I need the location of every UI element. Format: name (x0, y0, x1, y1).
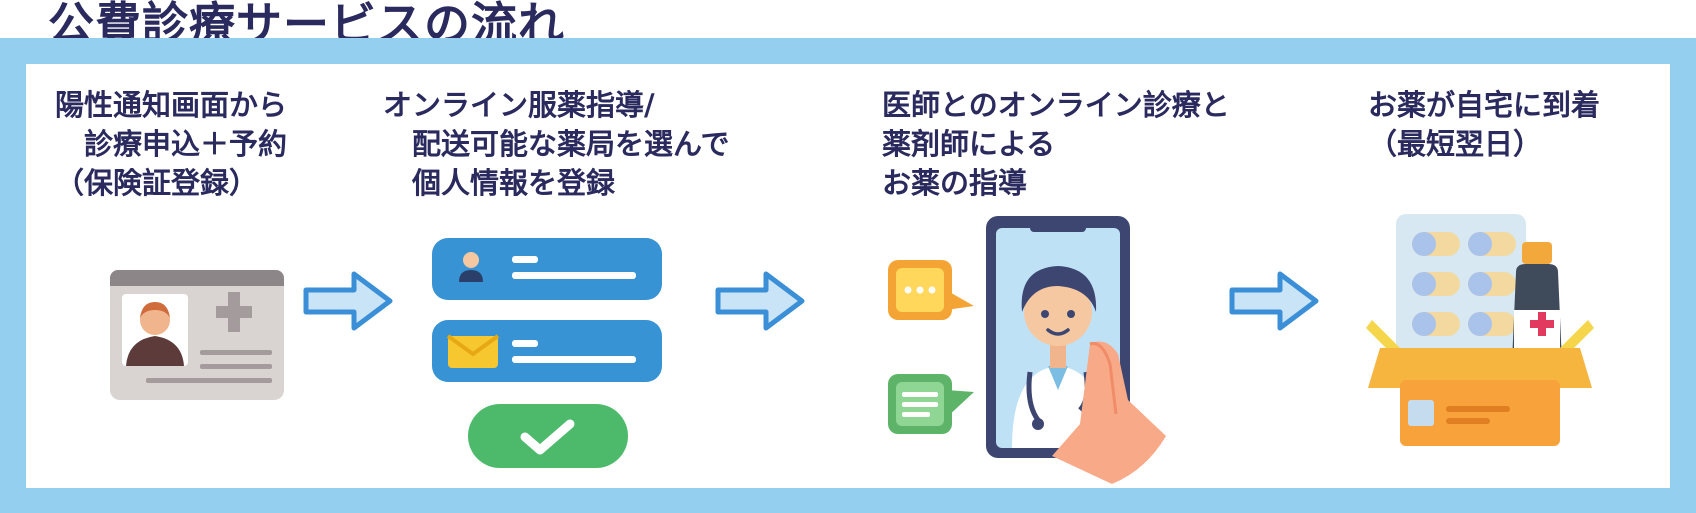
registration-form-icon (432, 238, 662, 468)
step-2-line-2: 配送可能な薬局を選んで (383, 127, 730, 161)
arrow-right-icon (303, 271, 393, 331)
step-1-line-3: （保険証登録） (55, 166, 259, 200)
step-1-line-2: 診療申込＋予約 (55, 127, 288, 161)
id-card-icon (110, 270, 284, 400)
step-4-line-2: （最短翌日） (1368, 127, 1543, 161)
step-2-text: オンライン服薬指導/ 配送可能な薬局を選んで 個人情報を登録 (383, 86, 730, 203)
step-4-text: お薬が自宅に到着 （最短翌日） (1368, 86, 1600, 164)
doctor-smartphone-icon (888, 216, 1166, 484)
step-3-line-2: 薬剤師による (882, 127, 1056, 161)
step-3-line-1: 医師とのオンライン診療と (882, 88, 1230, 122)
step-3-line-3: お薬の指導 (882, 166, 1028, 200)
arrow-right-icon (1229, 271, 1319, 331)
medicine-box-icon (1366, 214, 1594, 446)
step-1-line-1: 陽性通知画面から (55, 88, 288, 122)
step-3-text: 医師とのオンライン診療と 薬剤師による お薬の指導 (882, 86, 1230, 203)
step-2-line-1: オンライン服薬指導/ (383, 88, 655, 122)
step-2-line-3: 個人情報を登録 (383, 166, 616, 200)
step-4-line-1: お薬が自宅に到着 (1368, 88, 1601, 122)
arrow-right-icon (715, 271, 805, 331)
step-1-text: 陽性通知画面から 診療申込＋予約 （保険証登録） (55, 86, 287, 203)
